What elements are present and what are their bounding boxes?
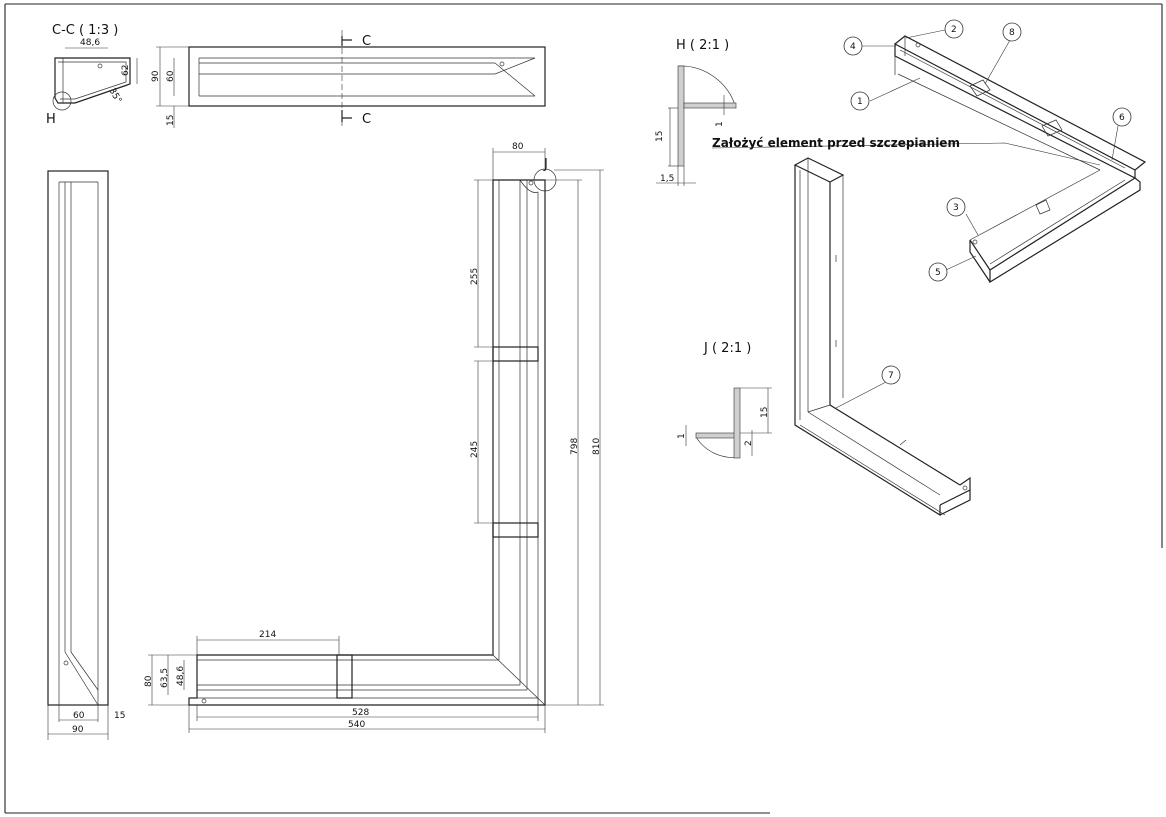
- svg-text:4: 4: [850, 42, 856, 52]
- top-view: C C 90 60 15: [151, 30, 546, 128]
- front-dim-bottom-inner: 48,6: [176, 666, 186, 686]
- balloon-7: 7: [881, 365, 901, 385]
- svg-text:2: 2: [951, 25, 957, 35]
- leader-lines: [711, 29, 1119, 409]
- assembly-note: Założyć element przed szczepianiem: [712, 136, 960, 150]
- h-dim-thickness: 1: [715, 121, 725, 127]
- svg-text:1: 1: [857, 97, 863, 107]
- side-view: 60 15 90: [47, 170, 125, 740]
- front-dim-inner-length: 528: [352, 708, 369, 718]
- top-dim-outer: 90: [151, 70, 161, 82]
- balloon-1: 1: [850, 91, 870, 111]
- balloon-3: 3: [946, 197, 966, 217]
- svg-text:8: 8: [1009, 28, 1015, 38]
- front-dim-outer-height: 810: [592, 438, 602, 455]
- j-dim-offset: 2: [744, 440, 754, 446]
- svg-text:6: 6: [1119, 113, 1125, 123]
- front-dim-bottom-mid: 63,5: [160, 668, 170, 688]
- top-dim-inner: 60: [166, 70, 176, 82]
- detail-h-title: H ( 2:1 ): [676, 38, 729, 53]
- svg-text:7: 7: [888, 371, 894, 381]
- front-dim-bottom-outer: 80: [144, 675, 154, 687]
- side-dim-lip: 15: [114, 711, 125, 721]
- cut-label-bottom: C: [362, 112, 371, 127]
- cut-label-top: C: [362, 34, 371, 49]
- detail-j-view: J ( 2:1 ) 15 2 1: [677, 341, 772, 459]
- svg-text:3: 3: [953, 203, 959, 213]
- isometric-view: [793, 35, 1147, 517]
- h-dim-height: 15: [655, 131, 665, 142]
- front-dim-seg-upper: 255: [470, 268, 480, 285]
- front-dim-bottom-seg: 214: [259, 630, 276, 640]
- section-cc-title: C-C ( 1:3 ): [52, 23, 118, 38]
- j-dim-thickness: 1: [677, 433, 687, 439]
- assembly-note-text: Założyć element przed szczepianiem: [712, 136, 960, 150]
- j-dim-height: 15: [760, 407, 770, 418]
- detail-h-callout: H: [46, 112, 56, 127]
- balloon-8: 8: [1002, 22, 1022, 42]
- front-dim-inner-height: 798: [570, 438, 580, 455]
- front-view: J 80 255 245 798 810 214 80: [144, 142, 604, 733]
- front-dim-top-width: 80: [512, 142, 524, 152]
- detail-h-view: H ( 2:1 ) 15 1 1,5: [655, 38, 737, 186]
- cc-dim-height: 62: [121, 65, 131, 76]
- sheet-border: [4, 3, 1163, 814]
- h-dim-width: 1,5: [660, 174, 674, 184]
- side-dim-outer: 90: [72, 725, 84, 735]
- balloon-2: 2: [944, 19, 964, 39]
- balloon-5: 5: [928, 262, 948, 282]
- side-dim-inner: 60: [73, 711, 85, 721]
- cc-dim-angle: 35°: [106, 87, 123, 106]
- section-cc-view: C-C ( 1:3 ) H 48,6 35° 62: [46, 23, 138, 127]
- front-dim-seg-lower: 245: [470, 441, 480, 458]
- cc-dim-width: 48,6: [80, 38, 100, 48]
- detail-j-title: J ( 2:1 ): [703, 341, 751, 356]
- front-dim-outer-length: 540: [348, 720, 365, 730]
- svg-text:5: 5: [935, 268, 941, 278]
- top-dim-lip: 15: [166, 115, 176, 126]
- balloon-6: 6: [1112, 107, 1132, 127]
- balloon-4: 4: [843, 36, 863, 56]
- detail-j-callout: J: [543, 157, 548, 172]
